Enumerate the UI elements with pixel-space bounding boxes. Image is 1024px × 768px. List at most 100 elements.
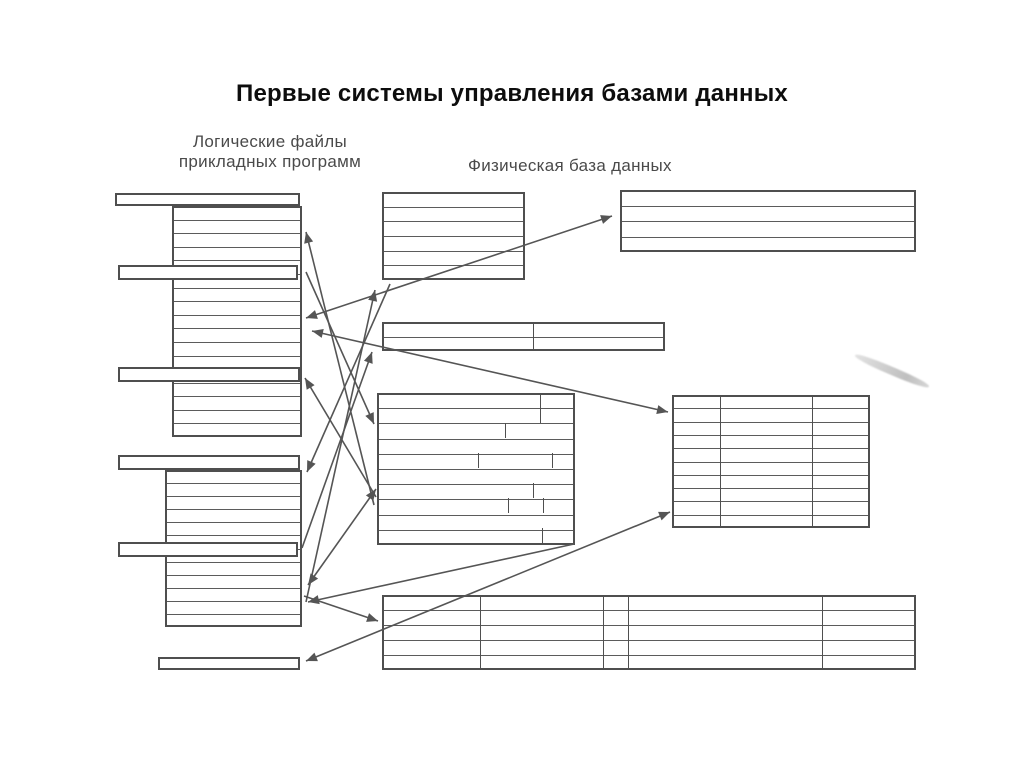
relationship-line: [301, 351, 373, 549]
logical-file1-block-row-line: [174, 409, 300, 411]
physical-table-segmented-col-line: [508, 498, 509, 513]
logical-file1-overlay-row-a: [118, 265, 298, 280]
logical-file2-block-row-line: [167, 509, 300, 511]
logical-file1-block: [172, 206, 302, 437]
logical-file1-block-row-line: [174, 396, 300, 398]
arrowhead: [304, 232, 314, 244]
logical-file2-block-row-line: [167, 587, 300, 589]
arrowhead: [306, 310, 318, 319]
physical-table-segmented-col-line: [505, 423, 506, 438]
logical-file1-block-row-line: [174, 328, 300, 330]
label-logical-files-line2: прикладных программ: [178, 152, 362, 171]
logical-file1-block-row-line: [174, 233, 300, 235]
physical-table-three-col-row-line: [674, 421, 868, 423]
logical-file1-block-row-line: [174, 382, 300, 384]
arrowhead: [305, 378, 315, 390]
physical-table-wide-top-row-line: [622, 236, 914, 238]
physical-table-three-col-col-line: [812, 395, 813, 528]
arrowhead: [368, 290, 378, 302]
logical-file1-block-row-line: [174, 341, 300, 343]
physical-table-bottom-row-line: [384, 625, 914, 626]
logical-file2-block-row-line: [167, 561, 300, 563]
logical-file1-block-row-line: [174, 423, 300, 425]
arrowhead: [307, 460, 316, 472]
physical-table-segmented-col-line: [533, 483, 534, 498]
physical-table-bottom-row-line: [384, 640, 914, 641]
arrowhead: [658, 511, 670, 521]
physical-table-segmented-row-line: [379, 484, 573, 486]
physical-table-three-col-row-line: [674, 488, 868, 490]
physical-table-segmented-row-line: [379, 408, 573, 410]
logical-file2-block-row-line: [167, 600, 300, 602]
physical-table-segmented-col-line: [478, 453, 479, 468]
physical-table-segmented-row-line: [379, 529, 573, 531]
relationship-line: [305, 289, 376, 603]
relationship-line: [304, 377, 377, 498]
physical-table-three-col-row-line: [674, 408, 868, 410]
label-logical-files: Логические файлы прикладных программ: [140, 132, 400, 172]
relationship-line: [307, 488, 377, 586]
logical-file2-block-row-line: [167, 535, 300, 537]
arrowhead: [365, 489, 376, 501]
physical-table-three-col-row-line: [674, 514, 868, 516]
label-physical-database: Физическая база данных: [468, 156, 672, 175]
arrowhead: [365, 412, 374, 424]
physical-table-wide-top-row-line: [622, 205, 914, 207]
arrowhead: [312, 328, 324, 338]
logical-file1-block-row-line: [174, 355, 300, 357]
logical-file1-block-row-line: [174, 246, 300, 248]
physical-table-segmented-row-line: [379, 499, 573, 501]
physical-table-small-row-line: [384, 236, 523, 237]
logical-file1-block-row-line: [174, 219, 300, 221]
physical-table-bottom-col-line: [480, 595, 481, 670]
logical-file2-block-row-line: [167, 613, 300, 615]
physical-table-segmented-row-line: [379, 453, 573, 455]
label-logical-files-line1: Логические файлы: [192, 132, 348, 151]
relationship-line: [305, 271, 375, 425]
logical-file2-block-row-line: [167, 574, 300, 576]
physical-table-segmented-col-line: [543, 498, 544, 513]
logical-file1-block-row-line: [174, 260, 300, 262]
physical-table-small-row-line: [384, 206, 523, 208]
slide-title: Первые системы управления базами данных: [236, 80, 788, 107]
relationship-line: [303, 595, 379, 622]
physical-table-three-col-col-line: [720, 395, 721, 528]
physical-table-segmented-row-line: [379, 438, 573, 440]
logical-file2-block-row-line: [167, 522, 300, 524]
physical-table-small-row-line: [384, 221, 523, 223]
physical-table-small-row-line: [384, 265, 523, 267]
scan-artifact-smudge: [853, 351, 931, 391]
physical-table-bottom: [382, 595, 916, 670]
logical-file1-block-row-line: [174, 314, 300, 316]
physical-table-three-col-row-line: [674, 434, 868, 436]
physical-table-segmented-row-line: [379, 514, 573, 516]
logical-file2-footer-row: [158, 657, 300, 670]
physical-table-small-row-line: [384, 250, 523, 252]
physical-table-bottom-row-line: [384, 655, 914, 656]
relationship-line: [305, 231, 375, 506]
arrowhead: [366, 613, 378, 622]
physical-table-bottom-col-line: [822, 595, 823, 670]
arrowhead: [308, 595, 320, 605]
physical-table-segmented-col-line: [542, 528, 543, 545]
physical-table-three-col-row-line: [674, 474, 868, 476]
physical-table-bottom-col-line: [628, 595, 629, 670]
logical-file2-header-row: [118, 455, 300, 470]
logical-file1-block-row-line: [174, 301, 300, 303]
arrowhead: [308, 573, 319, 585]
logical-file1-overlay-row-b: [118, 367, 300, 382]
physical-table-segmented-row-line: [379, 469, 573, 470]
physical-table-three-col-row-line: [674, 461, 868, 463]
logical-file2-block-row-line: [167, 496, 300, 498]
arrowhead: [600, 215, 612, 224]
relationship-line: [307, 543, 575, 603]
physical-table-two-col-row-line: [384, 336, 663, 338]
logical-file2-overlay-row: [118, 542, 298, 557]
physical-table-wide-top-row-line: [622, 221, 914, 222]
logical-file1-header-row: [115, 193, 300, 206]
logical-file2-block-row-line: [167, 483, 300, 485]
arrowhead: [656, 405, 668, 415]
physical-table-three-col-row-line: [674, 501, 868, 503]
